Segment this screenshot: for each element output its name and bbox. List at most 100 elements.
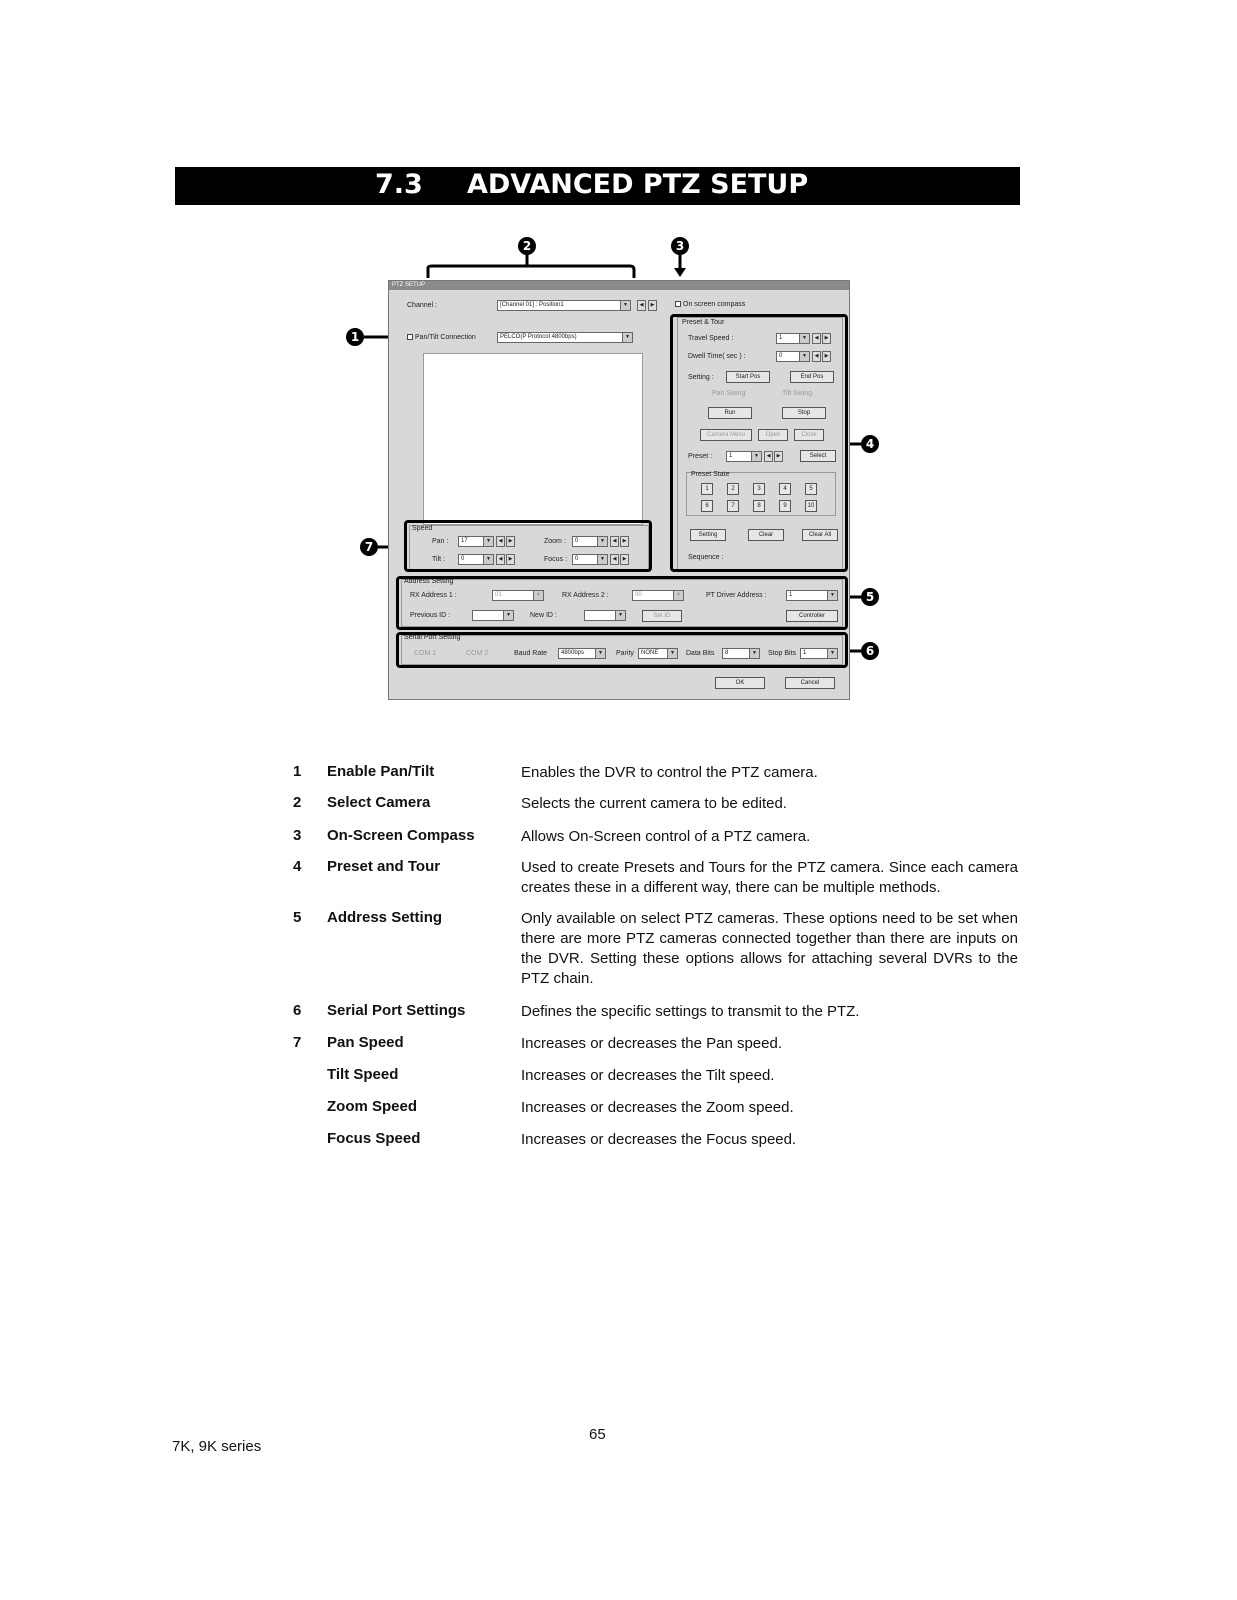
channel-select[interactable]: [Channel 01] : Position1 xyxy=(497,300,631,311)
item-description: Used to create Presets and Tours for the… xyxy=(521,859,1018,896)
setting-label: Setting : xyxy=(688,374,714,381)
ptz-setup-dialog: PTZ SETUP Channel : [Channel 01] : Posit… xyxy=(388,280,850,700)
preset-state-7[interactable]: 7 xyxy=(727,500,739,512)
item-number: 7 xyxy=(293,1034,302,1051)
com1-radio[interactable]: COM 1 xyxy=(414,650,437,657)
parity-select[interactable]: NONE xyxy=(638,648,678,659)
rx-address-1-label: RX Address 1 : xyxy=(410,592,457,599)
item-term: Preset and Tour xyxy=(327,858,441,875)
start-pos-button[interactable]: Start Pos xyxy=(726,371,770,383)
data-bits-select[interactable]: 8 xyxy=(722,648,760,659)
travel-speed-up[interactable]: ▶ xyxy=(822,333,831,344)
channel-next-button[interactable]: ▶ xyxy=(648,300,657,311)
dwell-time-down[interactable]: ◀ xyxy=(812,351,821,362)
focus-speed-up[interactable]: ▶ xyxy=(620,554,629,565)
pan-tilt-connection-label: Pan/Tilt Connection xyxy=(415,334,476,341)
page-number: 65 xyxy=(589,1426,606,1443)
baud-rate-select[interactable]: 4800bps xyxy=(558,648,606,659)
zoom-speed-down[interactable]: ◀ xyxy=(610,536,619,547)
preset-state-6[interactable]: 6 xyxy=(701,500,713,512)
parity-label: Parity xyxy=(616,650,634,657)
pan-tilt-connection-checkbox[interactable]: Pan/Tilt Connection xyxy=(407,334,476,341)
camera-menu-button[interactable]: Camera Menu xyxy=(700,429,752,441)
highlight-address xyxy=(396,576,848,630)
callout-5: 5 xyxy=(861,588,879,606)
preset-tour-title: Preset & Tour xyxy=(682,319,725,326)
protocol-select[interactable]: PELCO(P Protocol 4800bps) xyxy=(497,332,633,343)
zoom-speed-select[interactable]: 0 xyxy=(572,536,608,547)
channel-prev-button[interactable]: ◀ xyxy=(637,300,646,311)
item-term: Pan Speed xyxy=(327,1034,404,1051)
controller-button[interactable]: Controller xyxy=(786,610,838,622)
channel-label: Channel : xyxy=(407,302,437,309)
item-term: Address Setting xyxy=(327,909,443,926)
item-description: Enables the DVR to control the PTZ camer… xyxy=(521,764,818,781)
set-id-button[interactable]: Set ID xyxy=(642,610,682,622)
preset-state-2[interactable]: 2 xyxy=(727,483,739,495)
open-button[interactable]: Open xyxy=(758,429,788,441)
pan-speed-up[interactable]: ▶ xyxy=(506,536,515,547)
stop-bits-select[interactable]: 1 xyxy=(800,648,838,659)
tilt-speed-select[interactable]: 0 xyxy=(458,554,494,565)
select-button[interactable]: Select xyxy=(800,450,836,462)
preset-state-1[interactable]: 1 xyxy=(701,483,713,495)
dwell-time-select[interactable]: 0 xyxy=(776,351,810,362)
preset-prev[interactable]: ◀ xyxy=(764,451,773,462)
cancel-button[interactable]: Cancel xyxy=(785,677,835,689)
item-number: 2 xyxy=(293,794,302,811)
travel-speed-label: Travel Speed : xyxy=(688,335,734,342)
item-description: Increases or decreases the Focus speed. xyxy=(521,1131,797,1148)
preset-next[interactable]: ▶ xyxy=(774,451,783,462)
address-title: Address Setting xyxy=(404,578,454,585)
section-heading: 7.3 ADVANCED PTZ SETUP xyxy=(175,167,1020,205)
pan-speed-down[interactable]: ◀ xyxy=(496,536,505,547)
tilt-swing-radio[interactable]: Tilt Swing xyxy=(782,390,813,397)
item-description: Defines the specific settings to transmi… xyxy=(521,1003,860,1020)
focus-speed-down[interactable]: ◀ xyxy=(610,554,619,565)
address-setting-group: Address Setting RX Address 1 : 01 RX Add… xyxy=(401,578,843,627)
preset-tour-group: Preset & Tour Travel Speed : 1 ◀ ▶ Dwell… xyxy=(677,317,843,571)
com2-radio[interactable]: COM 2 xyxy=(466,650,489,657)
setting-button[interactable]: Setting xyxy=(690,529,726,541)
clear-button[interactable]: Clear xyxy=(748,529,784,541)
zoom-speed-up[interactable]: ▶ xyxy=(620,536,629,547)
callout-6: 6 xyxy=(861,642,879,660)
travel-speed-select[interactable]: 1 xyxy=(776,333,810,344)
zoom-speed-label: Zoom : xyxy=(544,538,566,545)
run-button[interactable]: Run xyxy=(708,407,752,419)
item-number: 5 xyxy=(293,909,302,926)
dwell-time-up[interactable]: ▶ xyxy=(822,351,831,362)
preset-state-3[interactable]: 3 xyxy=(753,483,765,495)
section-number: 7.3 xyxy=(375,169,423,200)
previous-id-field[interactable] xyxy=(472,610,514,621)
item-number: 3 xyxy=(293,827,302,844)
preset-state-10[interactable]: 10 xyxy=(805,500,817,512)
tilt-speed-up[interactable]: ▶ xyxy=(506,554,515,565)
preset-state-8[interactable]: 8 xyxy=(753,500,765,512)
rx-address-2-select[interactable]: 00 xyxy=(632,590,684,601)
tilt-speed-down[interactable]: ◀ xyxy=(496,554,505,565)
close-button[interactable]: Close xyxy=(794,429,824,441)
rx-address-1-select[interactable]: 01 xyxy=(492,590,544,601)
preset-state-9[interactable]: 9 xyxy=(779,500,791,512)
onscreen-compass-checkbox[interactable]: On screen compass xyxy=(675,301,745,308)
focus-speed-select[interactable]: 0 xyxy=(572,554,608,565)
clear-all-button[interactable]: Clear All xyxy=(802,529,838,541)
stop-button[interactable]: Stop xyxy=(782,407,826,419)
preset-select[interactable]: 1 xyxy=(726,451,762,462)
end-pos-button[interactable]: End Pos xyxy=(790,371,834,383)
preset-state-5[interactable]: 5 xyxy=(805,483,817,495)
pt-driver-address-select[interactable]: 1 xyxy=(786,590,838,601)
pan-speed-label: Pan : xyxy=(432,538,449,545)
item-description: Allows On-Screen control of a PTZ camera… xyxy=(521,828,811,845)
highlight-serial xyxy=(396,632,848,668)
pan-speed-select[interactable]: 17 xyxy=(458,536,494,547)
new-id-field[interactable] xyxy=(584,610,626,621)
preset-state-4[interactable]: 4 xyxy=(779,483,791,495)
pan-swing-radio[interactable]: Pan Swing xyxy=(712,390,746,397)
dialog-title: PTZ SETUP xyxy=(389,281,849,290)
callout-4: 4 xyxy=(861,435,879,453)
travel-speed-down[interactable]: ◀ xyxy=(812,333,821,344)
callout-2: 2 xyxy=(518,237,536,255)
ok-button[interactable]: OK xyxy=(715,677,765,689)
